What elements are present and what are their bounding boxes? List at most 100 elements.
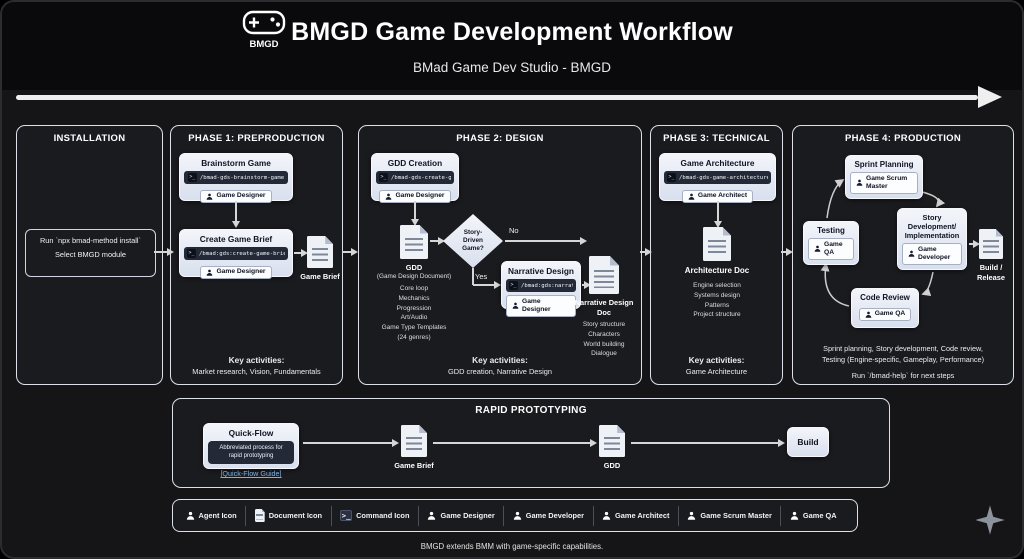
agent-chip: Game Designer [506, 295, 576, 317]
agent-name: Game QA [824, 240, 843, 256]
legend-label: Document Icon [268, 511, 323, 520]
architecture-doc-label: Architecture Doc [684, 266, 750, 275]
node-title: Story Development/ Implementation [904, 213, 960, 240]
agent-chip: Game QA [858, 307, 912, 322]
build-release-label: Build / Release [977, 263, 1005, 282]
person-icon [206, 269, 213, 276]
agent-name: Game Developer [918, 245, 951, 261]
key-activities-label: Key activities: [472, 355, 528, 365]
doc-item: (24 genres) [397, 333, 431, 341]
arrow-right-icon [631, 439, 785, 446]
legend-item-game-designer: Game Designer [419, 505, 505, 526]
person-icon [602, 511, 611, 520]
command-icon: >_ [187, 249, 196, 258]
yes-path-line [472, 268, 474, 285]
person-icon [814, 245, 821, 252]
person-icon [908, 250, 915, 257]
command-chip: >_/bmad-gds-brainstorm-game [184, 171, 288, 184]
phase1-panel: PHASE 1: PREPRODUCTION Brainstorm Game >… [170, 125, 343, 385]
legend-label: Game QA [802, 511, 837, 520]
legend-label: Command Icon [356, 511, 410, 520]
legend-label: Agent Icon [198, 511, 237, 520]
phase4-summary: Sprint planning, Story development, Code… [797, 344, 1009, 382]
sparkle-icon [975, 505, 1005, 535]
person-icon [856, 179, 863, 186]
arrow-down-icon [232, 201, 239, 228]
person-icon [385, 193, 392, 200]
arrow-right-icon [430, 237, 445, 244]
install-to-phase1-arrow-icon [154, 248, 174, 255]
yes-path-arrow-icon [473, 281, 501, 288]
no-path-arrow-icon [505, 237, 587, 244]
node-title: GDD Creation [387, 158, 443, 168]
node-title: Narrative Design [508, 266, 574, 276]
narrative-doc-label: Narrative Design Doc [574, 298, 634, 317]
page-title: BMGD Game Development Workflow [291, 18, 733, 46]
command-text: /bmad-gds-brainstorm-game [199, 174, 285, 181]
build-node: Build [787, 427, 829, 457]
quick-flow-node: Quick-Flow Abbreviated process for rapid… [203, 423, 299, 469]
phase2-key-activities: Key activities: GDD creation, Narrative … [361, 355, 639, 376]
installation-title: INSTALLATION [53, 133, 126, 144]
agent-name: Game Designer [395, 192, 445, 200]
arrow-right-icon [969, 240, 980, 247]
agent-name: Game Designer [522, 297, 551, 313]
quick-flow-guide-link[interactable]: [Quick-Flow Guide] [220, 469, 282, 478]
doc-item: Story structure [582, 321, 626, 328]
production-cycle-arrows [820, 179, 946, 307]
agent-name: Game Architect [697, 192, 748, 200]
legend-item-agent: Agent Icon [177, 505, 247, 526]
footer-note: BMGD extends BMM with game-specific capa… [420, 542, 604, 551]
phase3-to-phase4-arrow-icon [781, 248, 793, 255]
game-brief-doc-icon [307, 236, 333, 268]
agent-name: Game Scrum Master [866, 174, 908, 190]
agent-chip: Game Designer [200, 265, 272, 280]
node-title: Quick-Flow [228, 428, 274, 438]
agent-chip: Game QA [808, 238, 854, 260]
gdd-doc-label: GDD (Game Design Document) [366, 263, 462, 281]
arrow-right-icon [303, 439, 399, 446]
agent-name: Game QA [874, 310, 906, 318]
installation-line1: Run `npx bmad-method install` [39, 236, 142, 245]
phase3-title: PHASE 3: TECHNICAL [663, 133, 770, 144]
summary-line: Testing (Engine-specific, Gameplay, Perf… [821, 354, 985, 364]
decision-yes-label: Yes [475, 272, 488, 281]
arrow-right-icon [433, 439, 597, 446]
phase2-to-phase3-arrow-icon [640, 248, 652, 255]
agent-name: Game Designer [216, 268, 266, 276]
person-icon [427, 511, 436, 520]
command-chip: >_/bmad:gds:create-game-brief [184, 247, 288, 260]
legend: Agent Icon Document Icon >_Command Icon … [172, 499, 858, 532]
doc-item: World building [583, 340, 625, 348]
create-game-brief-node: Create Game Brief >_/bmad:gds:create-gam… [179, 229, 293, 280]
legend-label: Game Scrum Master [700, 511, 772, 520]
node-title: Code Review [860, 293, 910, 302]
doc-item: Core loop [399, 285, 429, 292]
person-icon [513, 511, 522, 520]
doc-item: Dialogue [591, 350, 617, 358]
decision-no-label: No [509, 226, 519, 235]
command-text: /bmad:gds:narrative [521, 282, 573, 289]
gdd-doc-icon [400, 225, 428, 259]
game-brief-doc-label: Game Brief [300, 272, 340, 281]
architecture-doc-icon [703, 227, 731, 261]
phase4-title: PHASE 4: PRODUCTION [844, 133, 962, 144]
node-title: Testing [817, 226, 845, 235]
command-text: /bmad-gds-create-gdd [391, 174, 451, 181]
gdd-doc-sublabel: (Game Design Document) [376, 272, 452, 280]
doc-item: Patterns [704, 301, 730, 309]
doc-item: Game Type Templates [381, 324, 447, 331]
doc-item: Art/Audio [400, 314, 428, 322]
command-icon: >_ [509, 281, 518, 290]
command-chip: >_/bmad-gds-create-gdd [376, 171, 454, 184]
person-icon [865, 311, 872, 318]
page-subtitle: BMad Game Dev Studio - BMGD [412, 60, 612, 75]
arrow-down-icon [714, 201, 721, 228]
summary-line: Sprint planning, Story development, Code… [823, 344, 983, 353]
legend-item-game-architect: Game Architect [594, 505, 679, 526]
installation-line2: Select BMGD module [54, 250, 127, 259]
phase4-panel: PHASE 4: PRODUCTION Sprint Planning Game… [792, 125, 1014, 385]
arrow-down-icon [411, 201, 418, 226]
legend-item-game-qa: Game QA [781, 506, 845, 526]
